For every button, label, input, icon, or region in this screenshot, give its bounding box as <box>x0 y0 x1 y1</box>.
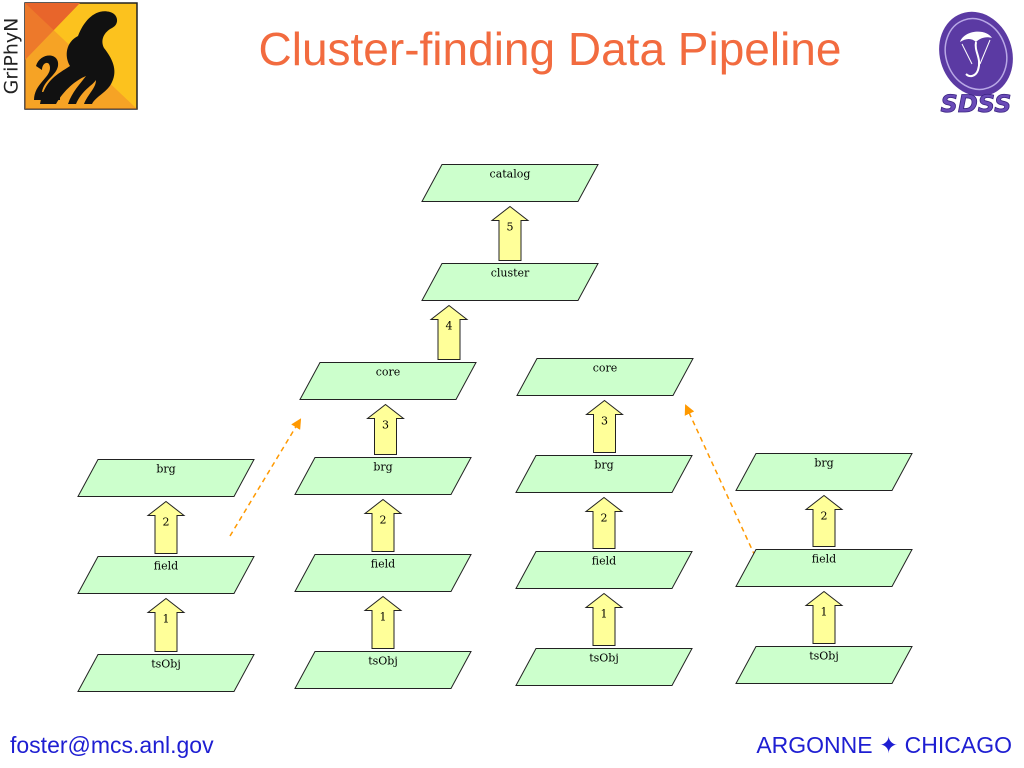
step-arrow: 2 <box>363 498 403 552</box>
node-label: brg <box>814 457 833 470</box>
node-shape <box>294 457 472 495</box>
step-label: 2 <box>821 510 828 523</box>
step-arrow: 1 <box>804 590 844 644</box>
step-arrow: 1 <box>584 592 624 646</box>
node-tsobj-2: tsObj <box>294 651 472 689</box>
step-arrow-shape <box>363 595 403 649</box>
step-label: 5 <box>507 221 514 234</box>
slide-title: Cluster-finding Data Pipeline <box>258 23 842 75</box>
node-label: core <box>376 366 401 379</box>
node-label: tsObj <box>151 658 181 671</box>
node-shape <box>735 646 913 684</box>
node-shape <box>294 554 472 592</box>
node-cluster: cluster <box>421 263 599 301</box>
footer-organization: ARGONNE ✦ CHICAGO <box>756 732 1012 758</box>
step-arrow-shape <box>804 590 844 644</box>
node-label: field <box>154 560 178 573</box>
step-arrow: 2 <box>584 496 624 549</box>
node-core-b: core <box>516 358 694 396</box>
step-label: 2 <box>163 516 170 529</box>
node-shape <box>735 453 913 491</box>
step-label: 4 <box>446 320 453 333</box>
node-label: brg <box>373 461 392 474</box>
node-tsobj-3: tsObj <box>515 648 693 686</box>
griffin-icon <box>24 2 138 110</box>
node-label: catalog <box>490 168 531 181</box>
node-shape <box>515 455 693 493</box>
node-label: tsObj <box>589 652 619 665</box>
node-shape <box>77 654 255 692</box>
sdss-logo: SDSS <box>930 8 1022 120</box>
step-label: 1 <box>601 608 608 621</box>
step-arrow-shape <box>804 494 844 547</box>
node-field-2: field <box>294 554 472 592</box>
node-label: field <box>812 553 836 566</box>
griphyn-logo: GriPhyN <box>0 0 140 112</box>
node-shape <box>421 164 599 202</box>
step-label: 1 <box>380 611 387 624</box>
node-shape <box>77 556 255 594</box>
footer-email: foster@mcs.anl.gov <box>10 732 214 758</box>
node-brg-1: brg <box>77 459 255 497</box>
step-arrow: 3 <box>366 403 405 455</box>
node-label: tsObj <box>368 655 398 668</box>
node-label: brg <box>594 459 613 472</box>
node-catalog: catalog <box>421 164 599 202</box>
step-arrow: 1 <box>146 597 186 652</box>
step-arrow-shape <box>146 500 186 554</box>
node-label: brg <box>156 463 175 476</box>
node-brg-4: brg <box>735 453 913 491</box>
node-field-1: field <box>77 556 255 594</box>
node-brg-3: brg <box>515 455 693 493</box>
node-shape <box>299 362 477 400</box>
node-shape <box>421 263 599 301</box>
node-shape <box>516 358 694 396</box>
step-arrow-shape <box>585 399 624 453</box>
node-shape <box>515 551 693 589</box>
node-shape <box>735 549 913 587</box>
node-core-a: core <box>299 362 477 400</box>
step-arrow: 3 <box>585 399 624 453</box>
step-label: 3 <box>601 415 608 428</box>
dashed-link-arrow <box>229 418 302 537</box>
step-label: 1 <box>163 613 170 626</box>
step-arrow-shape <box>490 205 530 261</box>
node-field-3: field <box>515 551 693 589</box>
step-arrow-shape <box>584 496 624 549</box>
step-arrow-shape <box>363 498 403 552</box>
node-label: field <box>592 555 616 568</box>
step-label: 2 <box>380 514 387 527</box>
step-arrow-shape <box>429 304 469 360</box>
node-label: tsObj <box>809 650 839 663</box>
step-label: 2 <box>601 512 608 525</box>
node-label: field <box>371 558 395 571</box>
node-field-4: field <box>735 549 913 587</box>
sdss-wordmark: SDSS <box>941 90 1012 118</box>
dashed-link-arrow <box>684 404 756 557</box>
step-arrow-shape <box>584 592 624 646</box>
node-brg-2: brg <box>294 457 472 495</box>
step-label: 3 <box>382 419 389 432</box>
sdss-logo-icon: SDSS <box>939 11 1013 118</box>
node-tsobj-4: tsObj <box>735 646 913 684</box>
step-arrow: 4 <box>429 304 469 360</box>
step-arrow-shape <box>146 597 186 652</box>
step-arrow: 1 <box>363 595 403 649</box>
step-arrow: 5 <box>490 205 530 261</box>
step-label: 1 <box>821 606 828 619</box>
node-label: cluster <box>491 267 530 280</box>
node-shape <box>294 651 472 689</box>
step-arrow: 2 <box>804 494 844 547</box>
step-arrow: 2 <box>146 500 186 554</box>
node-label: core <box>593 362 618 375</box>
step-arrow-shape <box>366 403 405 455</box>
node-shape <box>77 459 255 497</box>
node-tsobj-1: tsObj <box>77 654 255 692</box>
node-shape <box>515 648 693 686</box>
